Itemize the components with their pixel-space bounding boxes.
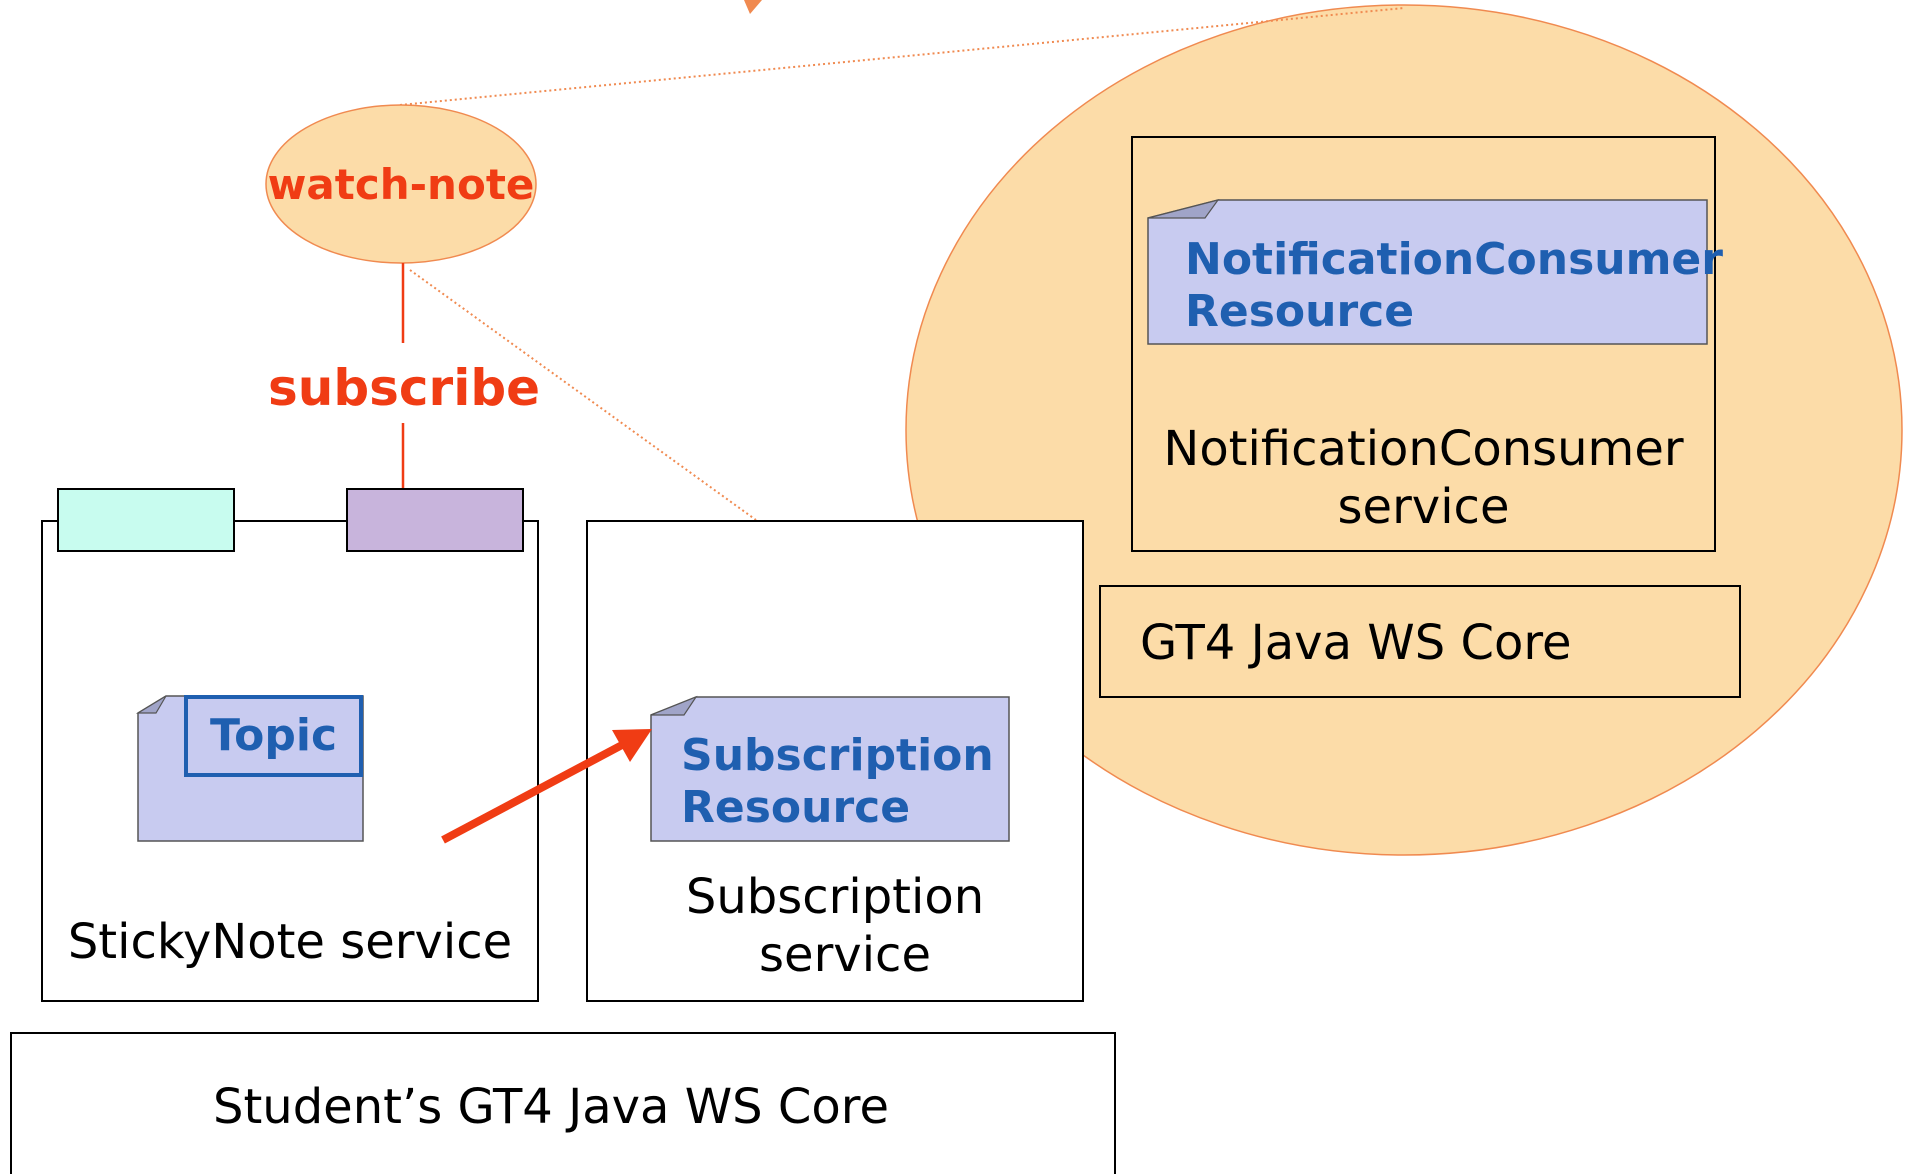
- dotted-line-to-subscription: [409, 269, 757, 521]
- student-core-box: [10, 1032, 1116, 1174]
- consumer-service-label-line2: service: [1337, 479, 1510, 535]
- subscription-service-label-line1: Subscription: [685, 869, 985, 925]
- dotted-line-to-consumer: [399, 7, 1405, 106]
- consumer-core-label: GT4 Java WS Core: [1140, 615, 1572, 671]
- subscription-service-label-line2: service: [759, 927, 931, 983]
- stickynote-tab-right: [346, 488, 524, 552]
- top-arc-fragment: [744, 0, 762, 14]
- consumer-resource-title-line1: NotificationConsumer: [1185, 234, 1723, 285]
- topic-label: Topic: [209, 710, 338, 761]
- student-core-label: Student’s GT4 Java WS Core: [212, 1079, 889, 1135]
- subscription-resource-title-line1: Subscription: [681, 730, 994, 781]
- consumer-service-label-line1: NotificationConsumer: [1163, 421, 1684, 477]
- subscription-resource-title-line2: Resource: [681, 782, 911, 833]
- subscribe-label: subscribe: [268, 359, 541, 417]
- consumer-core-box: [1099, 585, 1741, 698]
- watch-note-label: watch-note: [267, 160, 535, 209]
- stickynote-tab-left: [57, 488, 235, 552]
- stickynote-service-label: StickyNote service: [67, 914, 513, 970]
- consumer-resource-title-line2: Resource: [1185, 286, 1415, 337]
- watch-note-ellipse: [265, 104, 537, 264]
